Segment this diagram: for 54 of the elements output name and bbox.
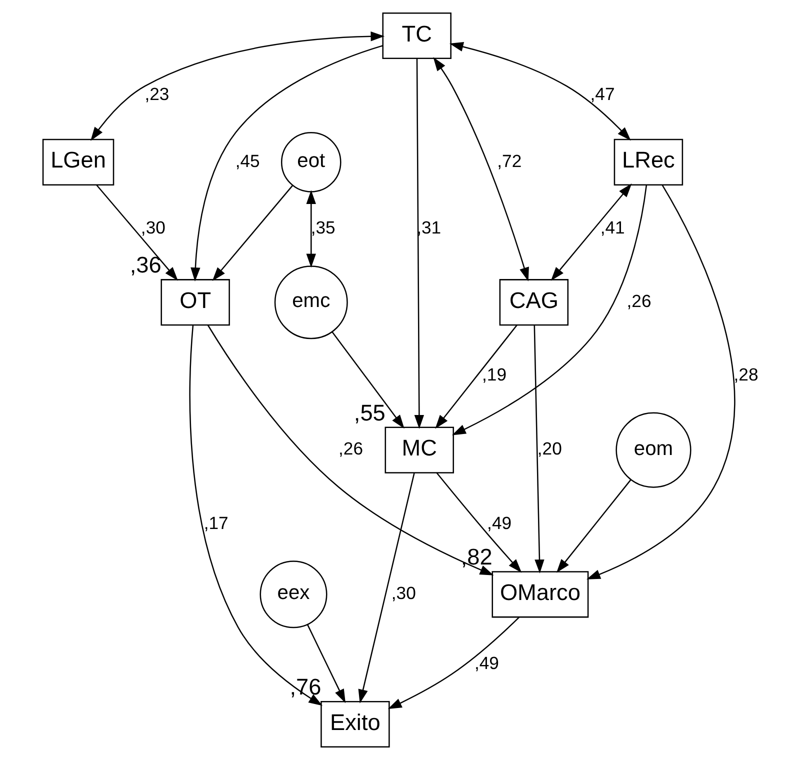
edge-label: ,30 xyxy=(140,218,166,238)
edge-label: ,72 xyxy=(497,150,522,171)
arrow xyxy=(190,45,383,282)
arrow xyxy=(414,58,424,429)
arrow xyxy=(90,32,385,141)
edge-label: ,35 xyxy=(310,218,336,238)
node-box: LGen xyxy=(42,138,114,186)
edge-label: ,30 xyxy=(391,583,416,604)
node-circle: eom xyxy=(616,412,692,488)
node-label: ,82 xyxy=(460,544,492,570)
arrow xyxy=(433,57,529,282)
node-box: LRec xyxy=(614,138,684,186)
node-box: OMarco xyxy=(492,571,589,618)
node-circle: eot xyxy=(280,132,342,192)
edge-label: ,23 xyxy=(144,84,170,104)
arrow xyxy=(556,479,632,573)
edge-label: ,45 xyxy=(235,150,260,171)
arrow xyxy=(207,324,494,576)
arrow xyxy=(212,185,294,281)
node-circle: emc xyxy=(274,266,348,340)
node-box: MC xyxy=(384,426,454,474)
edge-label: ,49 xyxy=(487,513,512,534)
arrow xyxy=(435,324,518,429)
arrow xyxy=(452,185,648,436)
edge-label: ,20 xyxy=(537,438,562,459)
arrow xyxy=(306,624,346,704)
node-box: OT xyxy=(160,279,230,326)
edge-label: ,47 xyxy=(590,84,615,104)
arrow xyxy=(550,184,632,281)
node-label: ,76 xyxy=(290,674,322,700)
node-label: ,55 xyxy=(354,399,386,426)
edge-label: ,31 xyxy=(416,218,442,238)
arrow xyxy=(534,325,544,574)
arrow xyxy=(189,325,323,706)
edge-label: ,26 xyxy=(626,290,652,311)
arrow xyxy=(332,332,404,429)
arrow xyxy=(449,42,631,141)
edge-label: ,26 xyxy=(338,438,364,459)
edge-label: ,49 xyxy=(474,653,499,674)
edge-label: ,41 xyxy=(600,218,625,238)
arrow xyxy=(358,472,415,704)
arrow xyxy=(436,472,522,573)
arrow xyxy=(586,184,736,580)
node-box: Exito xyxy=(320,700,390,748)
node-box: TC xyxy=(382,12,452,60)
edge-label: ,19 xyxy=(482,364,507,384)
node-label: ,36 xyxy=(130,252,162,278)
arrow xyxy=(388,616,520,710)
arrow xyxy=(306,190,316,268)
node-circle: eex xyxy=(260,560,328,628)
edge-label: ,28 xyxy=(734,364,758,384)
node-box: CAG xyxy=(499,279,569,326)
edge-label: ,17 xyxy=(204,513,228,534)
arrow xyxy=(96,184,178,281)
